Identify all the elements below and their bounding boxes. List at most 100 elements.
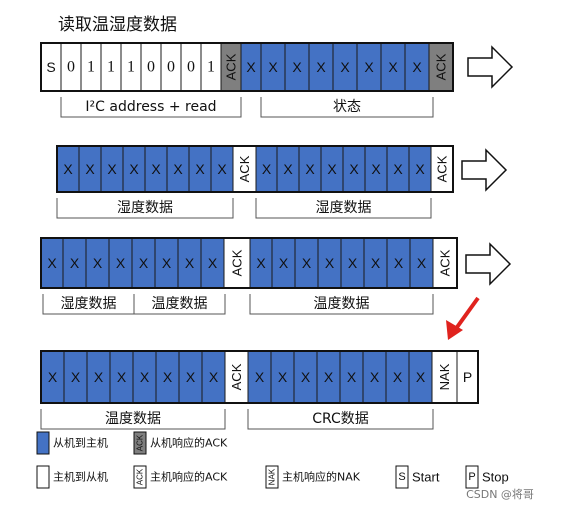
ack-label: ACK: [438, 249, 453, 276]
data-bit-label: X: [94, 369, 104, 385]
data-bit-label: X: [262, 161, 272, 177]
continuation-arrow-icon: [465, 242, 512, 286]
frame-border: [40, 350, 479, 404]
field-label: CRC数据: [247, 409, 434, 430]
field-label-text: CRC数据: [312, 411, 369, 427]
data-bit-label: X: [217, 161, 227, 177]
bit-label: 1: [107, 59, 115, 76]
data-bit-label: X: [117, 369, 127, 385]
cell-data: [332, 42, 358, 92]
field-label: 温度数据: [40, 409, 226, 430]
legend-swatch-text: ACK: [136, 434, 145, 451]
field-label-text: I²C address + read: [85, 99, 216, 115]
legend-label: 从机到主机: [53, 436, 108, 450]
legend-swatch: [133, 465, 147, 489]
data-bit-label: X: [70, 255, 80, 271]
watermark: CSDN @将哥: [466, 488, 534, 501]
field-label-text: 温度数据: [105, 411, 161, 427]
bit-label: 1: [207, 59, 215, 76]
data-bit-label: X: [417, 255, 427, 271]
field-label: 湿度数据: [42, 294, 135, 315]
legend-swatch-text: S: [398, 471, 405, 483]
legend-slave-to-master: 从机到主机: [36, 431, 108, 455]
data-bit-label: X: [107, 161, 117, 177]
legend-label: Stop: [482, 470, 509, 485]
legend-swatch-text: NAK: [268, 468, 277, 485]
field-bracket: [40, 409, 226, 430]
field-label-text: 状态: [333, 99, 361, 115]
data-bit-label: X: [151, 161, 161, 177]
legend-master-to-slave: 主机到从机: [36, 465, 108, 489]
data-bit-label: X: [348, 255, 358, 271]
data-bit-label: X: [71, 369, 81, 385]
data-bit-label: X: [327, 161, 337, 177]
data-bit-label: X: [302, 255, 312, 271]
continuation-arrow-icon: [467, 45, 514, 89]
data-bit-label: X: [371, 255, 381, 271]
data-bit-label: X: [246, 59, 256, 75]
data-bit-label: X: [195, 161, 205, 177]
data-bit-label: X: [415, 161, 425, 177]
legend-label: 主机到从机: [53, 470, 108, 484]
data-bit-label: X: [393, 369, 403, 385]
data-bit-label: X: [278, 369, 288, 385]
data-bit-label: X: [340, 59, 350, 75]
field-bracket: [247, 409, 434, 430]
data-bit-label: X: [364, 59, 374, 75]
field-label: 温度数据: [249, 294, 434, 315]
data-bit-label: X: [370, 369, 380, 385]
legend-swatch: [265, 465, 279, 489]
field-bracket: [249, 294, 434, 315]
continuation-arrow-icon: [461, 148, 508, 192]
bit-label: 1: [127, 59, 135, 76]
field-bracket: [56, 198, 234, 219]
field-label-text: 湿度数据: [117, 200, 173, 216]
legend-stop: P Stop: [465, 465, 509, 489]
bit-label: 1: [87, 59, 95, 76]
data-bit-label: X: [93, 255, 103, 271]
data-bit-label: X: [209, 369, 219, 385]
field-bracket: [60, 97, 242, 118]
bit-label: 0: [167, 59, 175, 76]
data-bit-label: X: [268, 59, 278, 75]
frame-border: [40, 237, 458, 289]
legend-label: 主机响应的NAK: [282, 470, 361, 484]
ack-label: ACK: [237, 155, 252, 182]
data-bit-label: X: [371, 161, 381, 177]
red-arrow-head: [446, 320, 463, 340]
legend-swatch-text: P: [468, 471, 475, 483]
data-bit-label: X: [255, 369, 265, 385]
data-bit-label: X: [129, 161, 139, 177]
ack-label: ACK: [434, 53, 449, 80]
data-bit-label: X: [173, 161, 183, 177]
legend-label: 主机响应的ACK: [150, 470, 228, 484]
data-bit-label: X: [388, 59, 398, 75]
diagram-title: 读取温湿度数据: [58, 15, 177, 35]
data-bit-label: X: [208, 255, 218, 271]
ack-label: ACK: [230, 249, 245, 276]
legend-master-nak: NAK 主机响应的NAK: [265, 465, 361, 489]
bit-label: 0: [67, 59, 75, 76]
data-bit-label: X: [393, 161, 403, 177]
data-bit-label: X: [394, 255, 404, 271]
cell-data: [284, 42, 310, 92]
ack-label: ACK: [435, 155, 450, 182]
legend-swatch: [133, 431, 147, 455]
field-bracket: [255, 198, 432, 219]
continuation-arrows: [446, 45, 514, 340]
frame-border: [40, 42, 454, 92]
legend-swatch: [465, 465, 479, 489]
frame-border: [56, 145, 454, 193]
data-bit-label: X: [256, 255, 266, 271]
field-label-text: 温度数据: [152, 296, 208, 312]
data-bit-label: X: [279, 255, 289, 271]
stop-label: P: [463, 369, 472, 385]
